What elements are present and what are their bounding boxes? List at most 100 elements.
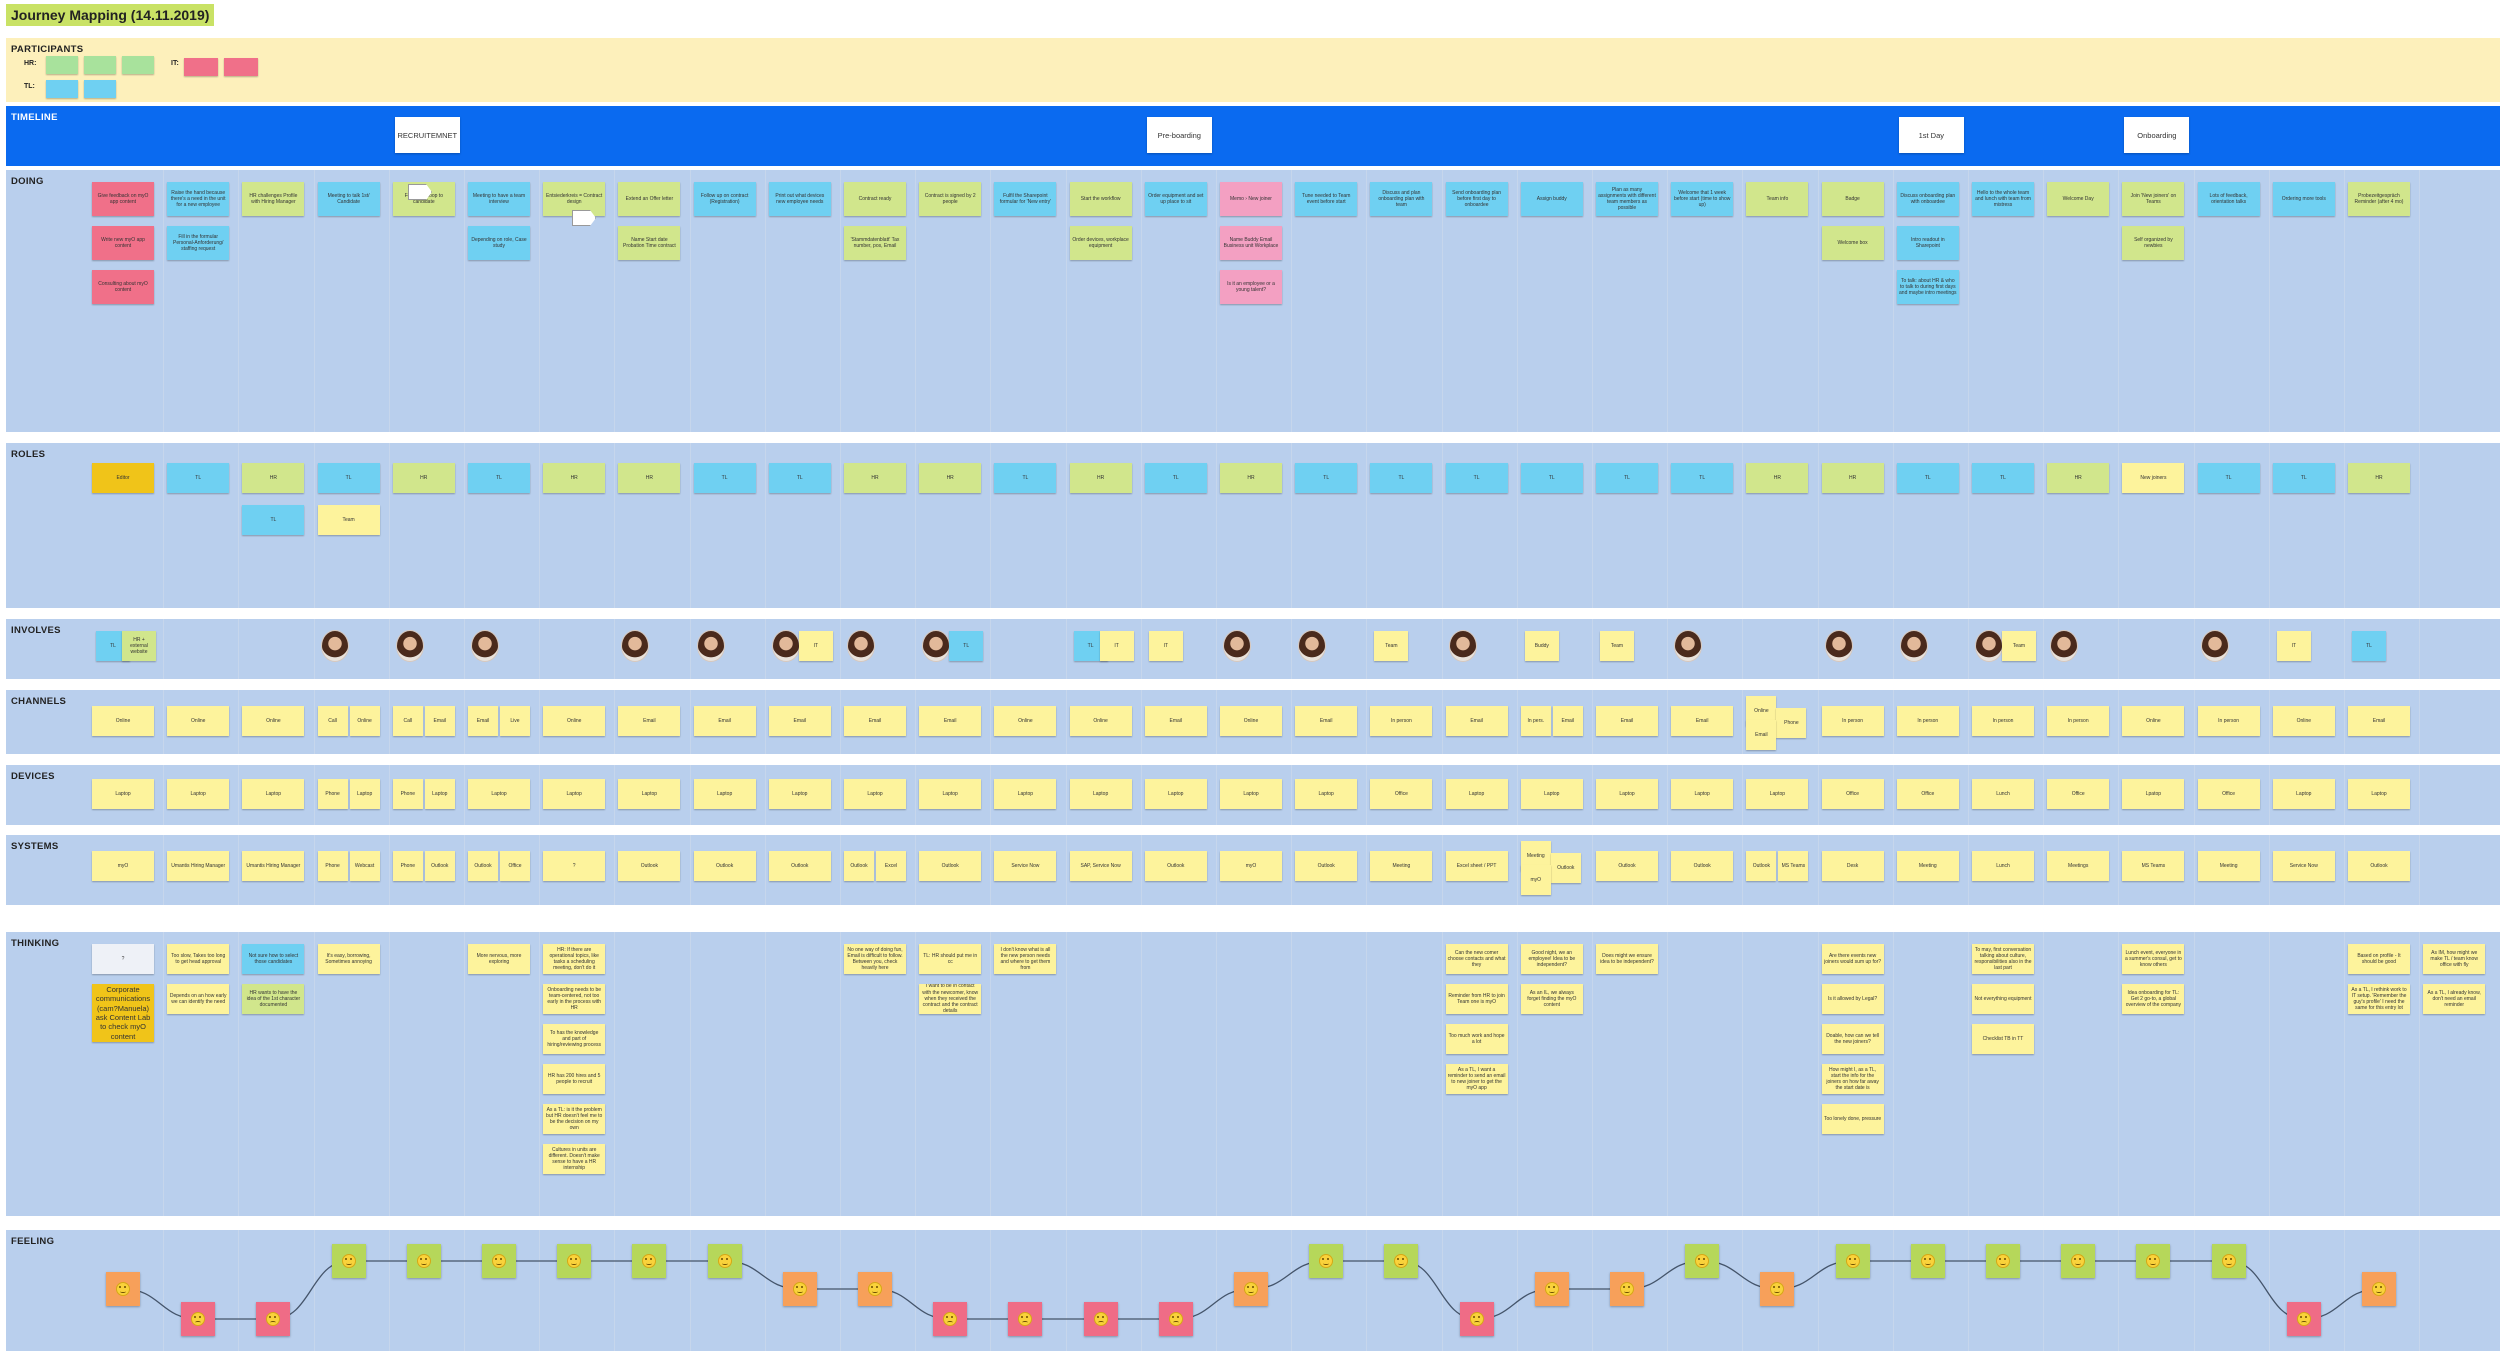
doing-sticky-note[interactable]: Discuss and plan onboarding plan with te… [1370, 182, 1433, 216]
channels-sticky-note[interactable]: Online [242, 706, 305, 736]
thinking-sticky-note[interactable]: I want to be in contact with the newcome… [919, 984, 982, 1014]
doing-sticky-note[interactable]: Lots of feedback, orientation talks [2197, 182, 2260, 216]
systems-sticky-note[interactable]: Outlook [618, 851, 681, 881]
involves-sticky-note[interactable]: TL [2352, 631, 2386, 661]
systems-sticky-note[interactable]: myO [92, 851, 154, 881]
channels-sticky-note[interactable]: In person [2197, 706, 2260, 736]
thinking-sticky-note[interactable]: Corporate communications (cam?Manuela) a… [92, 984, 154, 1042]
systems-sticky-note[interactable]: Outlook [919, 851, 982, 881]
channels-sticky-note[interactable]: Phone [1776, 708, 1807, 738]
devices-sticky-note[interactable]: Laptop [2272, 779, 2335, 809]
channels-sticky-note[interactable]: In person [2047, 706, 2110, 736]
feeling-sticky-pos[interactable] [557, 1244, 592, 1278]
channels-sticky-note[interactable]: Email [1295, 706, 1358, 736]
feeling-sticky-neu[interactable] [1760, 1272, 1795, 1306]
feeling-sticky-neu[interactable] [782, 1272, 817, 1306]
thinking-sticky-note[interactable]: HR wants to have the idea of the 1st cha… [242, 984, 305, 1014]
devices-sticky-note[interactable]: Laptop [693, 779, 756, 809]
channels-sticky-note[interactable]: Email [2348, 706, 2410, 736]
timeline-phase-card[interactable]: RECRUITEMNET [394, 117, 460, 153]
thinking-sticky-note[interactable]: Is it allowed by Legal? [1821, 984, 1884, 1014]
systems-sticky-note[interactable]: Meetings [2047, 851, 2110, 881]
channels-sticky-note[interactable]: Email [844, 706, 906, 736]
devices-sticky-note[interactable]: Laptop [1144, 779, 1207, 809]
devices-sticky-note[interactable]: Office [2047, 779, 2110, 809]
thinking-sticky-note[interactable]: As an IL, we always forget finding the m… [1520, 984, 1583, 1014]
roles-sticky-note[interactable]: Editor [92, 463, 154, 493]
thinking-sticky-note[interactable]: Doable, how can we tell the new joiners? [1821, 1024, 1884, 1054]
timeline-phase-card[interactable]: 1st Day [1898, 117, 1964, 153]
thinking-sticky-note[interactable]: Good night, we an employee! Idea to be i… [1520, 944, 1583, 974]
roles-sticky-note[interactable]: HR [2047, 463, 2110, 493]
feeling-sticky-pos[interactable] [2211, 1244, 2246, 1278]
roles-sticky-note[interactable]: HR [242, 463, 305, 493]
doing-sticky-note[interactable]: Order equipment and set up place to sit [1144, 182, 1207, 216]
roles-sticky-note[interactable]: TL [1972, 463, 2034, 493]
doing-sticky-note[interactable]: Write new myO app content [92, 226, 154, 260]
feeling-sticky-pos[interactable] [707, 1244, 742, 1278]
roles-sticky-note[interactable]: HR [392, 463, 455, 493]
participant-it-note[interactable] [184, 58, 218, 76]
roles-sticky-note[interactable]: HR [919, 463, 982, 493]
devices-sticky-note[interactable]: Office [1370, 779, 1433, 809]
thinking-sticky-note[interactable]: Too lonely done, pressure [1821, 1104, 1884, 1134]
systems-sticky-note[interactable]: myO [1520, 865, 1551, 895]
thinking-sticky-note[interactable]: TL: HR should put me in cc [919, 944, 982, 974]
doing-sticky-note[interactable]: Send onboarding plan before first day to… [1445, 182, 1508, 216]
feeling-sticky-neg[interactable] [1459, 1302, 1494, 1336]
devices-sticky-note[interactable]: Laptop [844, 779, 906, 809]
devices-sticky-note[interactable]: Laptop [167, 779, 230, 809]
doing-sticky-note[interactable]: Ordering more tools [2272, 182, 2335, 216]
channels-sticky-note[interactable]: Email [1671, 706, 1734, 736]
involves-sticky-note[interactable]: Team [1600, 631, 1634, 661]
feeling-sticky-pos[interactable] [1835, 1244, 1870, 1278]
thinking-sticky-note[interactable]: As a TL: is it the problem but HR doesn'… [543, 1104, 606, 1134]
timeline-phase-card[interactable]: Pre-boarding [1146, 117, 1212, 153]
involves-sticky-note[interactable]: HR + external website [122, 631, 156, 661]
doing-sticky-note[interactable]: Consulting about myO content [92, 270, 154, 304]
feeling-sticky-neg[interactable] [2286, 1302, 2321, 1336]
devices-sticky-note[interactable]: Laptop [424, 779, 455, 809]
participant-hr-note[interactable] [122, 56, 154, 74]
doing-sticky-note[interactable]: Discuss onboarding plan with onboardee [1896, 182, 1959, 216]
doing-sticky-note[interactable]: Raise the hand because there's a need in… [167, 182, 230, 216]
devices-sticky-note[interactable]: Laptop [2348, 779, 2410, 809]
roles-sticky-note[interactable]: HR [1069, 463, 1132, 493]
systems-sticky-note[interactable]: Meeting [2197, 851, 2260, 881]
channels-sticky-note[interactable]: Call [317, 706, 348, 736]
devices-sticky-note[interactable]: Lpatop [2122, 779, 2185, 809]
roles-sticky-note[interactable]: TL [1671, 463, 1734, 493]
doing-sticky-note[interactable]: Fill in the formular Personal-Anforderun… [167, 226, 230, 260]
feeling-sticky-pos[interactable] [632, 1244, 667, 1278]
systems-sticky-note[interactable]: Meeting [1896, 851, 1959, 881]
roles-sticky-note[interactable]: TL [1144, 463, 1207, 493]
roles-sticky-note[interactable]: TL [2272, 463, 2335, 493]
doing-sticky-note[interactable]: Fulfil the Sharepoint formular for 'New … [994, 182, 1057, 216]
devices-sticky-note[interactable]: Laptop [1596, 779, 1658, 809]
systems-sticky-note[interactable]: Outlook [1550, 853, 1581, 883]
doing-sticky-note[interactable]: Welcome box [1821, 226, 1884, 260]
devices-sticky-note[interactable]: Laptop [1746, 779, 1809, 809]
systems-sticky-note[interactable]: Desk [1821, 851, 1884, 881]
doing-sticky-note[interactable]: Print out what devices new employee need… [768, 182, 831, 216]
channels-sticky-note[interactable]: Live [500, 706, 530, 736]
participant-it-note[interactable] [224, 58, 258, 76]
feeling-sticky-pos[interactable] [331, 1244, 366, 1278]
involves-sticky-note[interactable]: IT [798, 631, 833, 661]
feeling-sticky-neu[interactable] [858, 1272, 892, 1306]
channels-sticky-note[interactable]: Email [1445, 706, 1508, 736]
channels-sticky-note[interactable]: Email [1144, 706, 1207, 736]
devices-sticky-note[interactable]: Office [1821, 779, 1884, 809]
channels-sticky-note[interactable]: In person [1370, 706, 1433, 736]
roles-sticky-note[interactable]: TL [768, 463, 831, 493]
doing-sticky-note[interactable]: Tune needed to Team event before start [1295, 182, 1358, 216]
involves-sticky-note[interactable]: Team [2002, 631, 2036, 661]
thinking-sticky-note[interactable]: No one way of doing fun, Email is diffic… [844, 944, 906, 974]
channels-sticky-note[interactable]: Online [2122, 706, 2185, 736]
participant-tl-note[interactable] [46, 80, 78, 98]
participant-tl-note[interactable] [84, 80, 116, 98]
channels-sticky-note[interactable]: Online [1069, 706, 1132, 736]
systems-sticky-note[interactable]: Outlook [1596, 851, 1658, 881]
doing-sticky-note[interactable]: Meeting to have a team interview [468, 182, 530, 216]
channels-sticky-note[interactable]: Online [1220, 706, 1282, 736]
